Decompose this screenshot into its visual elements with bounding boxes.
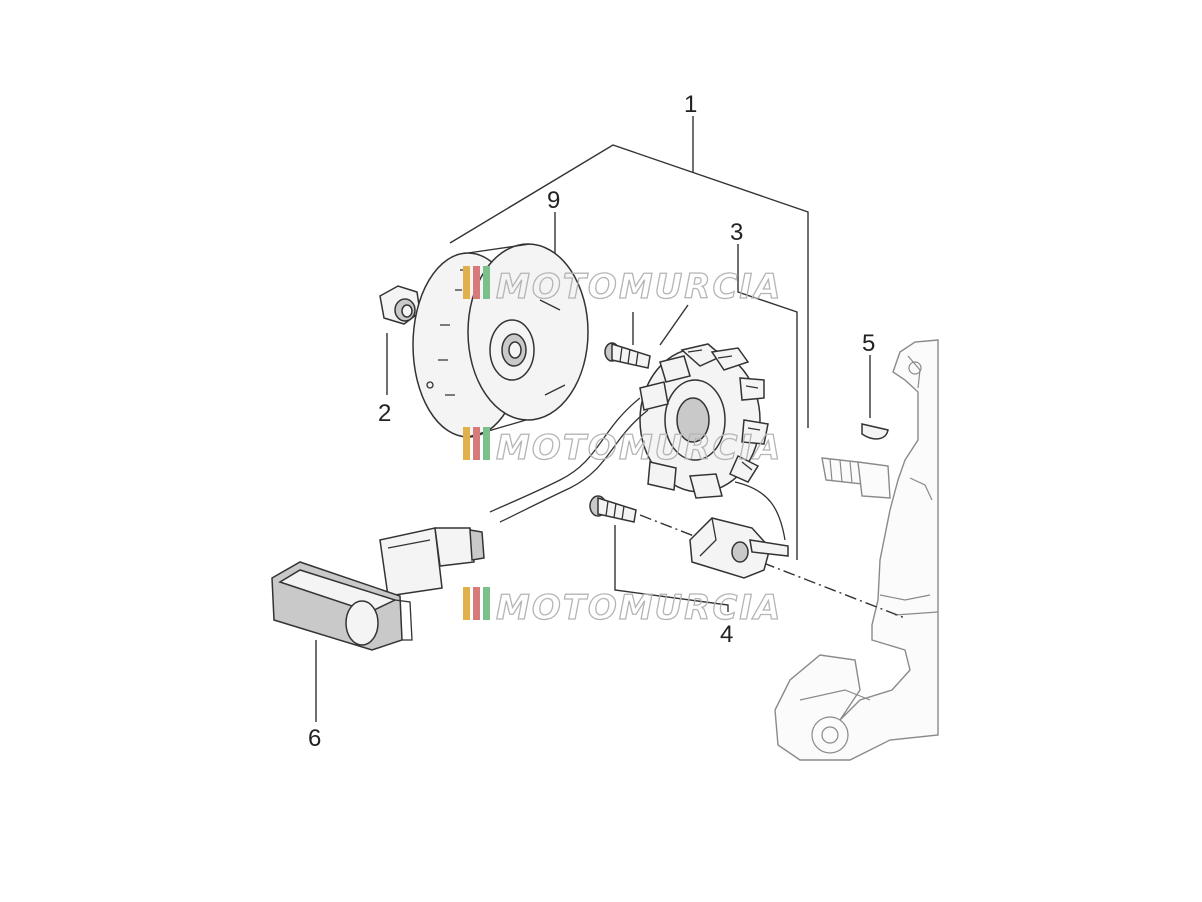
watermark: MOTOMURCIA MOTOMURCIA MOTOMURCIA	[463, 266, 782, 629]
callout-6: 6	[308, 725, 321, 752]
watermark-text: MOTOMURCIA	[496, 428, 782, 468]
woodruff-key	[861, 423, 889, 440]
callout-1: 1	[684, 91, 697, 118]
callout-9: 9	[547, 187, 560, 214]
callout-4: 4	[720, 621, 733, 648]
screw-top	[604, 342, 651, 369]
callout-2: 2	[378, 400, 391, 427]
watermark-bottom: MOTOMURCIA	[463, 587, 782, 629]
engine-casing	[774, 339, 939, 761]
callout-3: 3	[730, 219, 743, 246]
watermark-text: MOTOMURCIA	[496, 267, 782, 307]
watermark-top: MOTOMURCIA	[463, 266, 782, 308]
watermark-middle: MOTOMURCIA	[463, 427, 782, 469]
flywheel-rotor	[412, 243, 589, 438]
stator	[639, 343, 769, 499]
connector-plug	[379, 527, 485, 597]
flange-nut	[379, 285, 421, 325]
wiring-harness	[489, 397, 786, 541]
watermark-text: MOTOMURCIA	[496, 588, 782, 628]
regulator-rectifier	[271, 561, 413, 651]
screw-lower	[589, 495, 637, 523]
pickup-sensor	[689, 517, 789, 579]
leader-lines	[315, 116, 906, 722]
callout-5: 5	[862, 330, 875, 357]
callout-labels: 1 2 3 4 5 6 9	[308, 91, 875, 752]
